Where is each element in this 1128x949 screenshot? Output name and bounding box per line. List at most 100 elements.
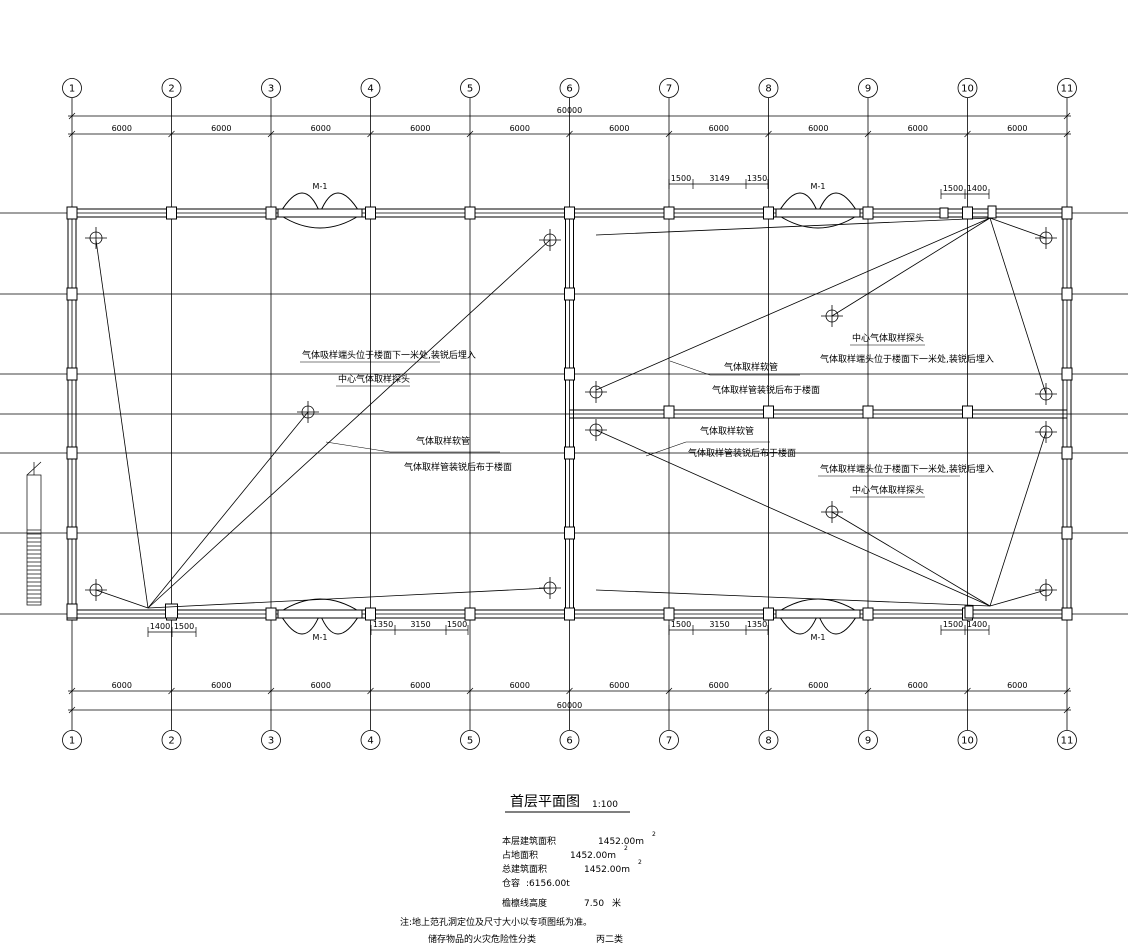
door-dim: 1500	[447, 620, 467, 629]
sampling-pipe	[147, 587, 551, 609]
door-dim: 1500	[174, 622, 194, 631]
total-dim: 60000	[557, 106, 582, 115]
bay-dim: 6000	[908, 681, 928, 690]
grid-bubble-1	[62, 730, 82, 750]
door-dim: 3149	[709, 174, 729, 183]
dim-tick	[964, 130, 971, 138]
grid-label-7: 7	[666, 736, 672, 747]
grid-lines	[0, 78, 1128, 750]
sampling-pipe	[595, 217, 991, 236]
grid-bubble-4	[360, 78, 381, 98]
grid-label-3: 3	[268, 84, 274, 95]
column	[862, 206, 874, 220]
columns	[66, 205, 1073, 621]
bay-dim: 6000	[112, 681, 132, 690]
right-note-8: 中心气体取样探头	[852, 484, 924, 496]
dim-tick	[1063, 706, 1071, 714]
door-dim: 1500	[943, 620, 963, 629]
info-row4-value: :6156.00t	[526, 879, 570, 889]
info-fire-label: 储存物品的火灾危险性分类	[428, 933, 536, 945]
dim-tick	[267, 130, 275, 138]
column	[66, 287, 78, 301]
column	[365, 607, 376, 621]
grid-label-3: 3	[268, 736, 274, 747]
column	[1061, 367, 1073, 381]
grid-label-4: 4	[367, 84, 373, 95]
grid-label-8: 8	[765, 736, 771, 747]
right-note-2: 气体取样端头位于楼面下一米处,装锐后埋入	[820, 353, 994, 365]
sampling-pipe	[989, 431, 1047, 607]
column	[564, 206, 575, 220]
grid-bubble-6	[559, 730, 580, 750]
door-tag: M-1	[313, 633, 328, 642]
grid-label-9: 9	[865, 84, 871, 95]
bay-dim: 6000	[808, 124, 828, 133]
column	[66, 603, 78, 619]
column	[166, 206, 177, 220]
info-row2-sup: 2	[624, 845, 628, 852]
column	[564, 367, 575, 381]
door-track	[279, 598, 361, 613]
dim-tick	[864, 130, 872, 138]
column	[464, 206, 476, 220]
info-row5-value: 7.50	[584, 899, 604, 909]
info-row5-unit: 米	[612, 897, 621, 909]
door-dim: 1500	[671, 620, 691, 629]
grid-label-10: 10	[961, 84, 974, 95]
door-track	[777, 214, 859, 229]
door-swing	[279, 613, 321, 635]
probes	[85, 227, 1057, 601]
column	[962, 405, 973, 419]
grid-label-11: 11	[1061, 84, 1074, 95]
door-swing	[777, 192, 819, 214]
dim-tick	[68, 130, 76, 138]
column	[964, 605, 974, 619]
dim-tick	[367, 130, 374, 138]
column	[1061, 607, 1073, 621]
drawing-title: 首层平面图	[510, 794, 580, 810]
dim-tick	[765, 130, 772, 138]
column	[66, 446, 78, 460]
bay-dim: 6000	[1007, 124, 1027, 133]
info-block: 本层建筑面积 1452.00m 2 占地面积 1452.00m 2 总建筑面积 …	[400, 831, 656, 945]
sampling-pipe	[831, 511, 991, 607]
dim-tick	[466, 687, 474, 695]
info-fire-value: 丙二类	[596, 933, 623, 945]
column	[1061, 446, 1073, 460]
dimension-lines	[68, 112, 1071, 714]
bay-dim: 6000	[112, 124, 132, 133]
info-row3-label: 总建筑面积	[502, 863, 547, 875]
dim-tick	[168, 687, 175, 695]
grid-bubble-10	[957, 730, 978, 750]
grid-bubble-4	[360, 730, 381, 750]
column	[939, 207, 949, 219]
grid-label-4: 4	[367, 736, 373, 747]
bay-dim: 6000	[410, 681, 430, 690]
bay-dim: 6000	[311, 681, 331, 690]
door-dim: 1350	[373, 620, 393, 629]
right-note-7: 气体取样端头位于楼面下一米处,装锐后埋入	[820, 463, 994, 475]
door-tag: M-1	[811, 633, 826, 642]
dim-tick	[566, 130, 573, 138]
column	[862, 405, 874, 419]
grid-bubble-2	[161, 78, 182, 98]
grid-label-2: 2	[168, 84, 174, 95]
dim-tick	[1063, 112, 1071, 120]
info-note: 注:地上范孔洞定位及尺寸大小以专项图纸为准。	[400, 916, 592, 928]
column	[464, 607, 476, 621]
sampling-pipe	[989, 589, 1047, 607]
door-dim: 1400	[967, 620, 987, 629]
left-note-3: 气体取样软管	[416, 435, 470, 447]
grid-label-11: 11	[1061, 736, 1074, 747]
info-row3-sup: 2	[638, 859, 642, 866]
door-dim: 1400	[150, 622, 170, 631]
bay-dim: 6000	[510, 681, 530, 690]
sampling-pipe	[595, 429, 991, 607]
total-dim: 60000	[557, 701, 582, 710]
sampling-pipe	[147, 239, 551, 609]
info-row4-label: 仓容	[502, 877, 520, 889]
door-tag: M-1	[313, 182, 328, 191]
grid-bubble-10	[957, 78, 978, 98]
column	[663, 405, 675, 419]
